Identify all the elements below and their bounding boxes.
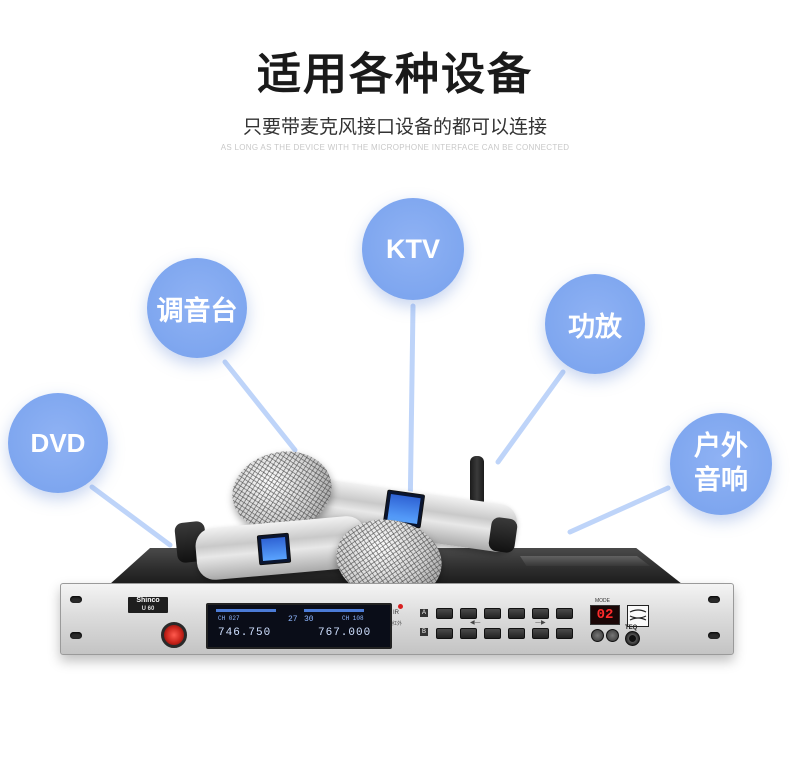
display-frequency-b: 767.000 (318, 627, 372, 639)
ir-label: IR (393, 610, 399, 616)
key-a6 (556, 608, 573, 619)
arrow-right-icon: —▶ (535, 619, 546, 626)
power-button (161, 622, 187, 648)
round-key-left (591, 629, 604, 642)
bubble-speaker-line2: 音响 (694, 465, 748, 496)
display-level-a: 27 (288, 615, 298, 624)
bubble-dvd: DVD (8, 393, 108, 493)
led-readout: 02 (590, 605, 620, 625)
display-channel-a: CH 027 (218, 615, 240, 622)
bubble-ktv-label: KTV (386, 233, 440, 264)
teq-logo-icon (627, 605, 649, 627)
rack-ear-hole-left-bottom (70, 632, 82, 639)
bubble-outdoor-speaker: 户外 音响 (670, 413, 772, 515)
mode-label: MODE (595, 598, 610, 604)
model-name: U 60 (141, 606, 155, 612)
key-a3 (484, 608, 501, 619)
channel-a-label: A (420, 609, 428, 617)
key-b6 (556, 628, 573, 639)
ir-indicator (398, 604, 403, 609)
key-a5 (532, 608, 549, 619)
bubble-dvd-label: DVD (30, 427, 86, 458)
connector-amplifier (495, 369, 566, 465)
bubble-amplifier: 功放 (545, 274, 645, 374)
page-subtitle-english: AS LONG AS THE DEVICE WITH THE MICROPHON… (220, 143, 570, 152)
channel-b-label: B (420, 628, 428, 636)
display-channel-b: CH 108 (342, 615, 364, 622)
brand-badge: Shinco U 60 (128, 597, 168, 613)
display-level-b: 30 (304, 615, 314, 624)
headphone-jack (625, 631, 640, 646)
bubble-speaker-line1: 户外 (694, 431, 748, 462)
receiver-top-vent (520, 556, 650, 566)
key-b1 (436, 628, 453, 639)
rack-ear-hole-left (70, 596, 82, 603)
brand-name: Shinco (136, 597, 160, 604)
connector-dvd (89, 484, 173, 548)
display-bar-b (304, 609, 364, 612)
rack-ear-hole-right-bottom (708, 632, 720, 639)
key-a1 (436, 608, 453, 619)
page-title: 适用各种设备 (257, 49, 533, 100)
key-b3 (484, 628, 501, 639)
key-b2 (460, 628, 477, 639)
receiver-display: CH 027 27 30 CH 108 746.750 767.000 (206, 603, 392, 649)
key-b4 (508, 628, 525, 639)
page-subtitle: 只要带麦克风接口设备的都可以连接 (242, 116, 547, 138)
round-key-right (606, 629, 619, 642)
microphone-2-screen (256, 532, 292, 566)
bubble-outdoor-speaker-label: 户外 音响 (694, 430, 748, 498)
key-a2 (460, 608, 477, 619)
teq-logo-text: TEQ (625, 625, 638, 631)
teq-logo-graphic (629, 609, 647, 621)
connector-mixer (222, 359, 298, 453)
key-a4 (508, 608, 525, 619)
bubble-mixer-label: 调音台 (156, 295, 238, 327)
display-bar-a (216, 609, 276, 612)
key-b5 (532, 628, 549, 639)
microphone-1-tail (487, 516, 519, 554)
ir-sub-label: 红外 (392, 621, 403, 627)
display-frequency-a: 746.750 (218, 627, 272, 639)
connector-speaker (567, 485, 671, 535)
rack-ear-hole-right (708, 596, 720, 603)
bubble-amplifier-label: 功放 (568, 311, 622, 343)
bubble-ktv: KTV (362, 198, 464, 300)
arrow-left-icon: ◀— (470, 619, 481, 626)
connector-ktv (407, 303, 416, 523)
bubble-mixer: 调音台 (147, 258, 247, 358)
